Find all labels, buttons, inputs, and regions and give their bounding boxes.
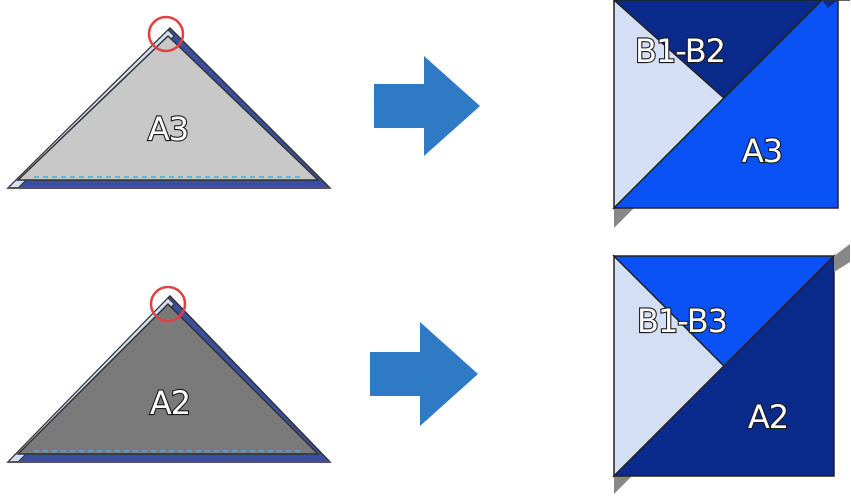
- step-1: A3 B1-B2 A3: [6, 0, 850, 228]
- step-2: A2 B1-B3 A2: [6, 244, 850, 494]
- triangle-label: A3: [148, 110, 188, 148]
- block-fold-corner: [614, 208, 634, 228]
- arrow-icon: [374, 56, 480, 156]
- tip-highlight-circle: [147, 15, 185, 53]
- triangle-label: A2: [150, 384, 190, 422]
- triangle-a3: A3: [6, 15, 332, 189]
- block-b1-b2-a3: B1-B2 A3: [612, 0, 850, 228]
- block-fold-corner: [614, 476, 632, 494]
- block-bottom-label: A3: [742, 132, 782, 170]
- triangle-face: [16, 302, 320, 455]
- block-bottom-label: A2: [748, 398, 788, 436]
- block-b1-b3-a2: B1-B3 A2: [612, 244, 850, 494]
- triangle-face: [16, 34, 320, 181]
- triangle-a2: A2: [6, 285, 332, 463]
- block-bottom-patch: [612, 0, 839, 209]
- tip-highlight-circle: [149, 285, 187, 323]
- block-top-label: B1-B2: [635, 32, 725, 70]
- arrow-icon: [370, 322, 478, 426]
- block-edge-strip: [822, 0, 838, 8]
- block-top-label: B1-B3: [637, 302, 727, 340]
- block-corner-fold: [834, 244, 850, 272]
- block-bottom-patch: [612, 254, 835, 477]
